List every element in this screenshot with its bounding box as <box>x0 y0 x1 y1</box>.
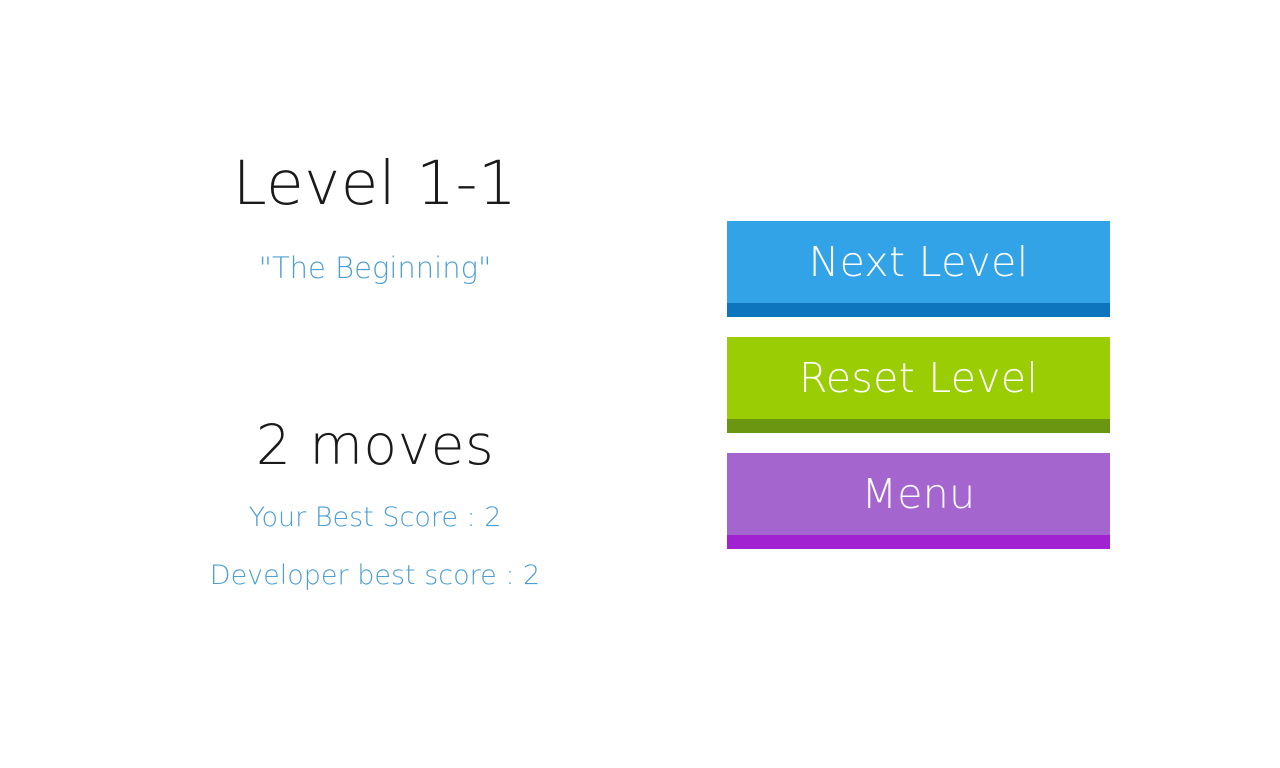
next-level-button[interactable]: Next Level <box>727 221 1110 317</box>
developer-best-score: Developer best score : 2 <box>209 560 541 591</box>
next-level-button-shadow <box>727 303 1110 317</box>
menu-button[interactable]: Menu <box>727 453 1110 549</box>
reset-level-button[interactable]: Reset Level <box>727 337 1110 433</box>
menu-button-label: Menu <box>727 453 1110 535</box>
your-best-score: Your Best Score : 2 <box>248 502 502 533</box>
level-info-panel: Level 1-1 "The Beginning" 2 moves Your B… <box>60 0 690 768</box>
menu-button-shadow <box>727 535 1110 549</box>
reset-level-button-shadow <box>727 419 1110 433</box>
action-button-group: Next Level Reset Level Menu <box>727 221 1110 549</box>
level-subtitle: "The Beginning" <box>258 251 492 285</box>
reset-level-button-label: Reset Level <box>727 337 1110 419</box>
page-title: Level 1-1 <box>232 148 518 219</box>
next-level-button-label: Next Level <box>727 221 1110 303</box>
moves-count: 2 moves <box>255 413 495 477</box>
